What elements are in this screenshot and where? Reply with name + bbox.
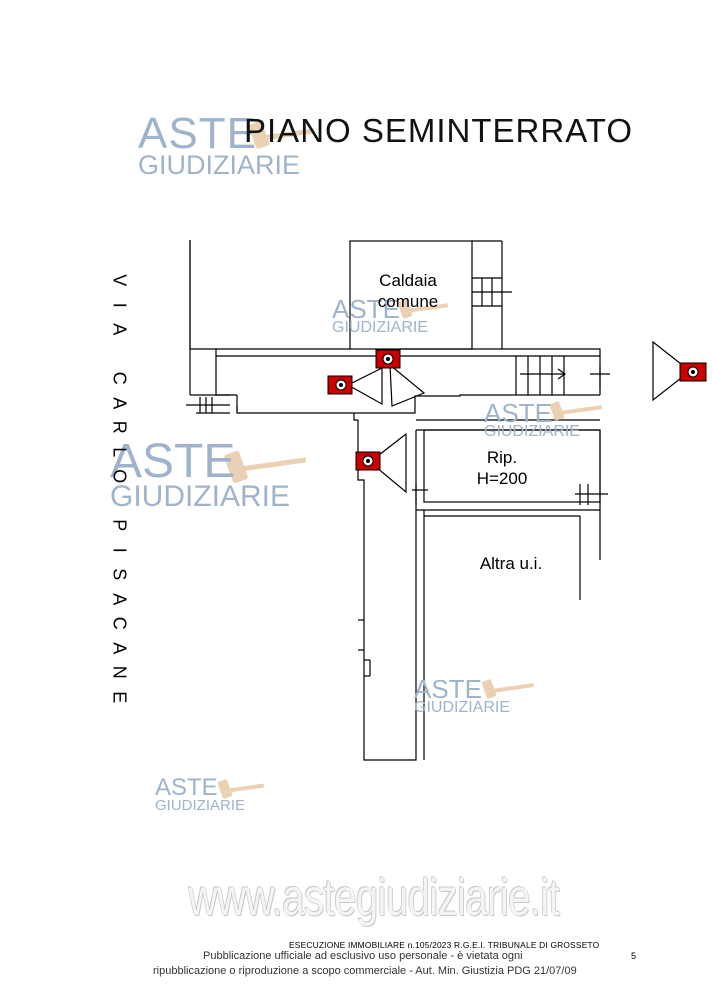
room-label-caldaia: Caldaia comune (364, 270, 452, 312)
execution-reference: ESECUZIONE IMMOBILIARE n.105/2023 R.G.E.… (289, 940, 600, 950)
left-wall (189, 240, 237, 396)
room-label-rip-line1: Rip. (486, 448, 518, 467)
gavel-icon (397, 299, 449, 319)
camera-icon (355, 451, 381, 471)
room-label-altra: Altra u.i. (479, 554, 543, 573)
page-number: 5 (631, 951, 637, 961)
camera-icon (327, 375, 353, 395)
room-label-rip-line2: H=200 (476, 469, 528, 488)
publication-notice-line2: ripubblicazione o riproduzione a scopo c… (153, 965, 577, 977)
vertical-corridor (357, 420, 417, 761)
corridor-bottom-wall (236, 394, 600, 414)
gavel-icon (224, 451, 307, 483)
altra-room (416, 509, 601, 560)
view-cone-2 (389, 363, 426, 407)
site-watermark: www.astegiudiziarie.it (188, 869, 559, 927)
camera-icon (375, 349, 401, 369)
room-label-rip: Rip. H=200 (462, 447, 542, 489)
street-label-char: E (109, 690, 130, 703)
room-label-caldaia-line2: comune (377, 292, 439, 311)
page-title: PIANO SEMINTERRATO (244, 112, 633, 149)
view-cone-3 (369, 432, 407, 494)
gavel-icon (549, 401, 603, 421)
view-cone-1 (346, 367, 383, 406)
gavel-icon (481, 679, 535, 699)
caldaia-room (349, 240, 473, 350)
view-cone-4 (652, 340, 691, 402)
gavel-icon (248, 121, 315, 149)
camera-icon (679, 362, 707, 382)
publication-notice-line1: Pubblicazione ufficiale ad esclusivo uso… (203, 950, 523, 962)
room-label-caldaia-line1: Caldaia (379, 271, 437, 290)
gavel-icon (217, 779, 265, 799)
